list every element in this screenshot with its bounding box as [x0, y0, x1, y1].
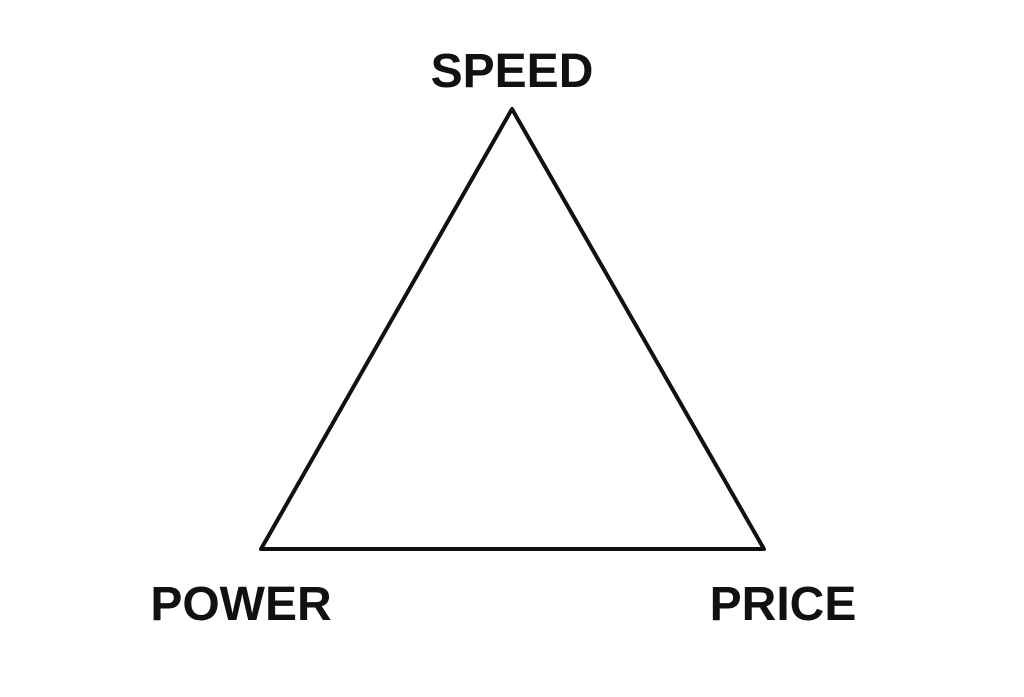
vertex-label-speed: SPEED	[431, 45, 594, 98]
triangle-shape	[259, 107, 766, 551]
vertex-label-price: PRICE	[710, 578, 857, 631]
vertex-label-power: POWER	[150, 578, 331, 631]
